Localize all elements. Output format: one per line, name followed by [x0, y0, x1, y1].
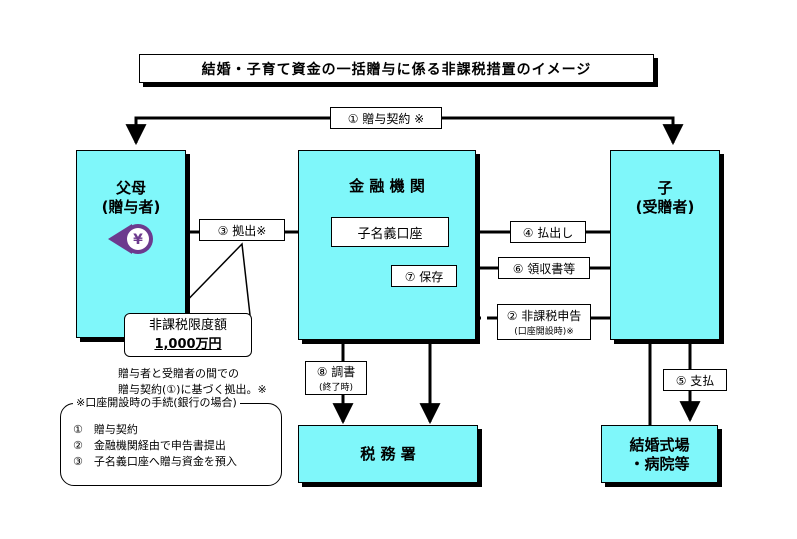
declare-sub: (口座開設時)※ [514, 327, 574, 337]
child-box: 子 (受贈者) [610, 150, 720, 340]
declare-main: ② 非課税申告 [506, 309, 582, 323]
yen-icon: ¥ [106, 220, 158, 258]
receipt-label: ⑥ 領収書等 [498, 257, 590, 279]
pay-label: ⑤ 支払 [663, 369, 727, 391]
record-label: ⑧ 調書 (終了時) [305, 361, 367, 395]
parents-sublabel: (贈与者) [101, 198, 161, 216]
deposit-note-line1: 贈与者と受贈者の間での [118, 367, 239, 380]
withdraw-label: ④ 払出し [510, 221, 586, 243]
venue-box: 結婚式場 ・病院等 [601, 425, 718, 483]
contract-label: ① 贈与契約 ※ [330, 107, 442, 129]
limit-box: 非課税限度額 1,000万円 [124, 313, 252, 357]
account-box: 子名義口座 [331, 217, 449, 247]
tax-office-box: 税 務 署 [298, 425, 478, 483]
procedure-box: ※口座開設時の手続(銀行の場合) ① 贈与契約 ② 金融機関経由で申告書提出 ③… [60, 395, 282, 486]
venue-label: 結婚式場 [629, 436, 690, 454]
limit-pointer [172, 242, 251, 316]
parents-label: 父母 [115, 179, 146, 197]
yen-symbol: ¥ [133, 232, 143, 248]
declare-label: ② 非課税申告 (口座開設時)※ [497, 304, 591, 340]
parents-box: 父母 (贈与者) [76, 150, 186, 338]
deposit-note-line2: 贈与契約(①)に基づく拠出。※ [118, 383, 267, 396]
procedure-item-2: ② 金融機関経由で申告書提出 [73, 439, 226, 452]
record-sub: (終了時) [318, 383, 354, 393]
deposit-note: 贈与者と受贈者の間での 贈与契約(①)に基づく拠出。※ [118, 366, 267, 398]
store-label: ⑦ 保存 [391, 265, 457, 287]
tax-office-label: 税 務 署 [360, 445, 416, 463]
venue-sublabel: ・病院等 [629, 455, 690, 473]
procedure-title: ※口座開設時の手続(銀行の場合) [73, 395, 240, 411]
bank-label: 金 融 機 関 [349, 177, 425, 195]
deposit-label: ③ 拠出※ [199, 219, 285, 241]
limit-amount: 1,000万円 [154, 337, 222, 352]
procedure-item-3: ③ 子名義口座へ贈与資金を預入 [73, 455, 237, 468]
limit-label: 非課税限度額 [148, 318, 227, 333]
child-label: 子 [657, 179, 673, 197]
procedure-item-1: ① 贈与契約 [73, 423, 138, 436]
page-title: 結婚・子育て資金の一括贈与に係る非課税措置のイメージ [139, 54, 654, 83]
record-main: ⑧ 調書 [316, 365, 356, 379]
child-sublabel: (受贈者) [635, 198, 695, 216]
